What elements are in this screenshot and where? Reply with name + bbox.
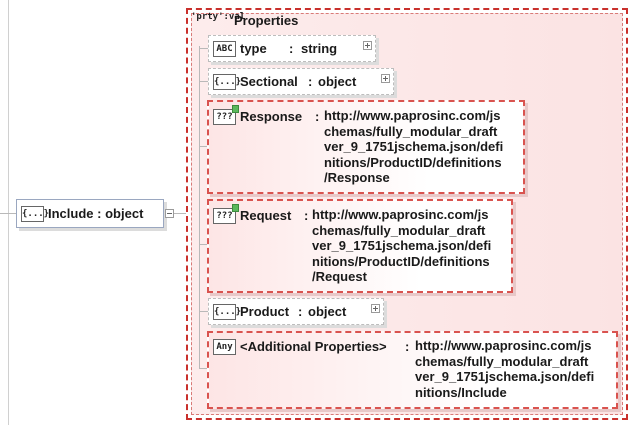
unknown-type-icon: ???	[213, 208, 236, 224]
left-edge-line	[8, 0, 9, 425]
root-node-label: Include : object	[48, 206, 144, 221]
property-value-type: string	[301, 41, 338, 56]
property-separator: :	[304, 208, 309, 223]
property-node-product[interactable]: {...} Product : object	[208, 298, 384, 325]
property-separator: :	[298, 304, 303, 319]
expand-toggle-product[interactable]	[371, 304, 380, 313]
object-type-icon: {...}	[213, 304, 241, 320]
property-name-additional: <Additional Properties>	[240, 339, 387, 354]
expand-toggle-type[interactable]	[363, 41, 372, 50]
property-name-product: Product	[240, 304, 290, 319]
connector-request	[199, 244, 208, 245]
properties-group-title: Properties	[234, 13, 299, 28]
object-type-icon: {...}	[213, 74, 241, 90]
connector-type	[199, 48, 209, 49]
property-name-type: type	[240, 41, 267, 56]
property-node-type[interactable]: ABC type : string	[208, 35, 376, 62]
object-type-icon: {...}	[21, 206, 49, 222]
property-value-response: http://www.paprosinc.com/js chemas/fully…	[324, 108, 504, 185]
property-separator: :	[405, 339, 410, 354]
string-type-icon: ABC	[213, 41, 236, 57]
property-value-request: http://www.paprosinc.com/js chemas/fully…	[312, 207, 492, 284]
connector-additional	[199, 368, 208, 369]
property-node-additional-properties[interactable]: Any <Additional Properties> : http://www…	[207, 331, 618, 409]
property-name-request: Request	[240, 208, 292, 223]
property-value-additional: http://www.paprosinc.com/js chemas/fully…	[415, 338, 595, 400]
property-name-response: Response	[240, 109, 303, 124]
connector-sectional	[199, 81, 209, 82]
connector-response	[199, 146, 208, 147]
property-node-sectional[interactable]: {...} Sectional : object	[208, 68, 394, 95]
required-marker-icon	[232, 204, 239, 212]
connector-product	[199, 311, 209, 312]
expand-toggle-sectional[interactable]	[381, 74, 390, 83]
property-separator: :	[315, 109, 320, 124]
unknown-type-icon: ???	[213, 109, 236, 125]
any-type-icon: Any	[213, 339, 236, 355]
root-node-include[interactable]: {...} Include : object	[16, 199, 164, 228]
property-separator: :	[289, 41, 294, 56]
property-node-request[interactable]: ??? Request : http://www.paprosinc.com/j…	[207, 199, 513, 293]
property-value-sectional: object	[318, 74, 357, 89]
property-separator: :	[308, 74, 313, 89]
properties-group-badge: 'prty':val	[191, 12, 246, 22]
property-node-response[interactable]: ??? Response : http://www.paprosinc.com/…	[207, 100, 525, 194]
properties-tree-line	[199, 46, 200, 368]
required-marker-icon	[232, 105, 239, 113]
property-name-sectional: Sectional	[240, 74, 298, 89]
root-to-group-connector	[174, 213, 186, 214]
root-connector	[0, 213, 16, 214]
root-collapse-toggle[interactable]	[165, 209, 174, 218]
property-value-product: object	[308, 304, 347, 319]
